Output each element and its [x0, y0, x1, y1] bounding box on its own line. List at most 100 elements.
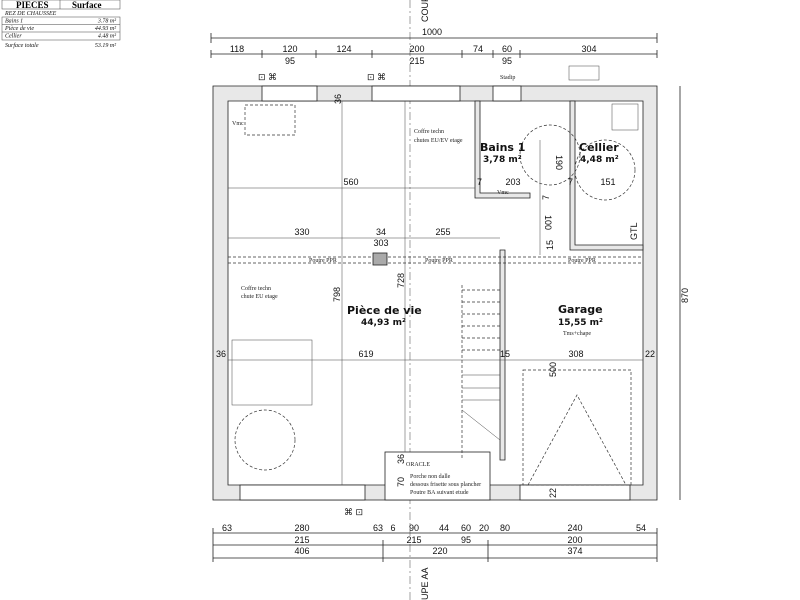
dim: 74 [473, 44, 483, 54]
poutre-label: Poutre PPR [425, 258, 453, 264]
garage-note: Tms+chape [563, 331, 591, 337]
bottom-dimensions: 63 280 63 6 90 44 60 20 80 240 54 215 21… [212, 523, 658, 562]
table-row-piece: Pièce de vie [4, 26, 34, 32]
dim: 280 [294, 523, 309, 533]
dim: 560 [343, 177, 358, 187]
dim: 200 [409, 44, 424, 54]
table-row-surface: 44.93 m² [95, 25, 116, 32]
wheelchair-turning-circle [234, 409, 296, 471]
dim: 118 [230, 44, 244, 54]
section-mark-bottom: UPE AA [420, 567, 430, 600]
dim: 34 [376, 227, 386, 237]
kitchen-unit [244, 104, 296, 136]
dim: 60 [502, 44, 512, 54]
dim-total-height: 870 [680, 288, 690, 303]
surface-table: PIECES Surface REZ DE CHAUSSEE Bains 1 3… [1, 0, 121, 49]
water-heater [611, 103, 639, 131]
table-row-surface: 4.48 m² [98, 33, 116, 40]
dim: 90 [409, 523, 419, 533]
dim: 124 [336, 44, 351, 54]
porch-note: Porche non dalle [410, 474, 451, 480]
room-area-bains: 3,78 m² [483, 155, 522, 165]
dim: 22 [548, 488, 558, 498]
window [492, 85, 522, 102]
bed [231, 339, 313, 406]
dim: 728 [396, 273, 406, 288]
dim: 36 [333, 94, 343, 104]
section-mark-top: COUP [420, 0, 430, 22]
table-row-piece: Bains 1 [5, 19, 23, 25]
dim: 36 [216, 349, 226, 359]
dim: 308 [568, 349, 583, 359]
table-header-surface: Surface [72, 0, 102, 10]
oracle-label: ORACLE [406, 462, 430, 468]
dim: 95 [502, 56, 512, 66]
dim: 70 [396, 477, 406, 487]
dim: 15 [500, 349, 510, 359]
room-name-garage: Garage [558, 303, 603, 316]
room-name-bains: Bains 1 [480, 141, 525, 154]
dim: 240 [567, 523, 582, 533]
dim: 95 [461, 535, 471, 545]
outer-walls [212, 85, 658, 501]
dim: 203 [505, 177, 520, 187]
top-dimensions: 1000 118 120 124 200 74 60 304 95 215 95 [210, 27, 658, 66]
window-symbol-icon: ⌘ ⊡ [344, 507, 363, 517]
dim: 200 [567, 535, 582, 545]
porch [384, 451, 491, 501]
interior-walls [228, 100, 644, 486]
window [261, 85, 318, 102]
room-area-piece-de-vie: 44,93 m² [361, 318, 406, 328]
dim: 6 [390, 523, 395, 533]
dim: 190 [554, 155, 564, 170]
dim: 151 [600, 177, 615, 187]
dim: 20 [479, 523, 489, 533]
dim: 95 [285, 56, 295, 66]
dim: 22 [645, 349, 655, 359]
table-row-surface: 3.78 m² [97, 19, 116, 25]
poutre-label: Poutre PPR [309, 258, 337, 264]
dim: 7 [541, 195, 551, 200]
dim: 330 [294, 227, 309, 237]
dim: 80 [500, 523, 510, 533]
coffre-techn-label: chute EU etage [241, 294, 278, 300]
window-symbol-icon: ⊡ ⌘ [258, 72, 277, 82]
room-area-cellier: 4,48 m² [580, 155, 619, 165]
garage-door [519, 484, 631, 501]
dim: 7 [568, 177, 573, 187]
ac-unit-icon [568, 65, 600, 81]
dim: 500 [548, 362, 558, 377]
coffre-techn-label: chutes EU/EV etage [414, 138, 463, 144]
window [371, 85, 461, 102]
table-section: REZ DE CHAUSSEE [4, 11, 57, 17]
table-total-surface: 53.19 m² [95, 43, 116, 49]
dim: 120 [282, 44, 297, 54]
dim: 215 [294, 535, 309, 545]
vmc-label: Vmc [497, 190, 509, 196]
dim: 63 [222, 523, 232, 533]
poutre-label: Poutre PPR [568, 258, 596, 264]
table-header-pieces: PIECES [16, 0, 49, 10]
dim: 60 [461, 523, 471, 533]
car-outline [522, 369, 632, 486]
dim: 15 [545, 240, 555, 250]
dim: 215 [406, 535, 421, 545]
room-name-piece-de-vie: Pièce de vie [347, 304, 422, 317]
dim: 374 [567, 546, 582, 556]
table-total-label: Surface totale [5, 42, 39, 49]
dim: 798 [332, 287, 342, 302]
dim: 36 [396, 454, 406, 464]
dim: 63 [373, 523, 383, 533]
dim: 54 [636, 523, 646, 533]
room-area-garage: 15,55 m² [558, 318, 603, 328]
dim-total-width: 1000 [422, 27, 442, 37]
room-name-cellier: Cellier [579, 141, 619, 154]
dim: 215 [409, 56, 424, 66]
porch-note: Poutre BA suivant etude [410, 490, 469, 496]
dim: 220 [432, 546, 447, 556]
dim: 406 [294, 546, 309, 556]
pillar [372, 252, 388, 266]
bay-window [239, 484, 366, 501]
table-row-piece: Cellier [5, 34, 22, 40]
